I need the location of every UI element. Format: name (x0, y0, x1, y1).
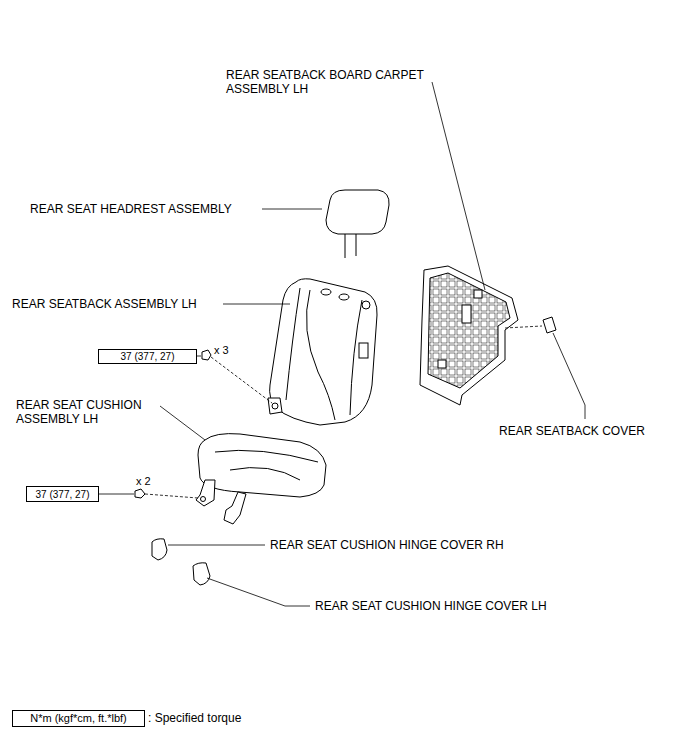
seatback-knob (362, 301, 370, 309)
quantity-label: x 2 (136, 474, 151, 488)
part-name: REAR SEATBACK COVER (499, 424, 645, 438)
headrest-post (356, 234, 357, 256)
dashed-line (211, 357, 272, 403)
torque-box: 37 (377, 27) (98, 349, 197, 364)
part-name: REAR SEAT CUSHION HINGE COVER RH (270, 538, 504, 552)
torque-value: 37 (377, 27) (121, 351, 175, 362)
cushion-hinge (224, 492, 246, 524)
dashed-line (145, 494, 198, 498)
torque-value: 37 (377, 27) (36, 489, 90, 500)
leader-line (262, 209, 322, 210)
part-name: REAR SEAT CUSHION ASSEMBLY LH (16, 398, 156, 426)
part-name: REAR SEAT HEADREST ASSEMBLY (30, 202, 232, 216)
seatback-seam (286, 288, 362, 420)
leader-line (553, 333, 585, 419)
seatback-lever (359, 343, 368, 358)
line-art (135, 190, 556, 585)
install-lines (145, 326, 542, 498)
bolt-hole (201, 497, 206, 502)
cushion-seam (215, 450, 318, 480)
part-name: REAR SEATBACK ASSEMBLY LH (12, 297, 197, 311)
cushion-hinge (196, 480, 215, 506)
seatback-shape (270, 279, 377, 425)
board-carpet-slot (462, 305, 471, 323)
bolt (202, 350, 211, 360)
leader-line (432, 82, 485, 290)
hinge-cover-lh (193, 563, 210, 585)
leader-line (160, 406, 205, 440)
part-name: REAR SEAT CUSHION HINGE COVER LH (315, 599, 547, 613)
dashed-line (505, 326, 542, 328)
board-carpet-panel (420, 266, 518, 405)
leader-line (207, 578, 310, 606)
leader-line (168, 545, 265, 546)
bolt-hole (272, 403, 278, 409)
headrest-post (345, 234, 346, 258)
cushion-shape (198, 434, 326, 497)
headrest-hole (339, 294, 349, 300)
board-carpet-grid (428, 273, 510, 388)
legend-text: : Specified torque (148, 711, 241, 725)
board-carpet-clip (438, 360, 446, 368)
board-carpet-clip (474, 290, 482, 298)
leader-line (223, 304, 290, 305)
leader-line (99, 494, 134, 495)
torque-box: 37 (377, 27) (26, 486, 99, 502)
seatback-bracket (268, 398, 282, 414)
headrest-shape (326, 190, 389, 234)
seatback-cover (543, 317, 556, 333)
hinge-cover-rh (152, 539, 167, 560)
quantity-label: x 3 (214, 343, 229, 357)
leader-lines (99, 82, 585, 606)
leader-line (197, 356, 201, 357)
part-name: REAR SEATBACK BOARD CARPET ASSEMBLY LH (226, 68, 441, 96)
unit-legend-box: N*m (kgf*cm, ft.*lbf) (12, 710, 145, 727)
bolt (135, 489, 145, 498)
torque-value: N*m (kgf*cm, ft.*lbf) (30, 712, 127, 724)
headrest-hole (321, 289, 331, 295)
